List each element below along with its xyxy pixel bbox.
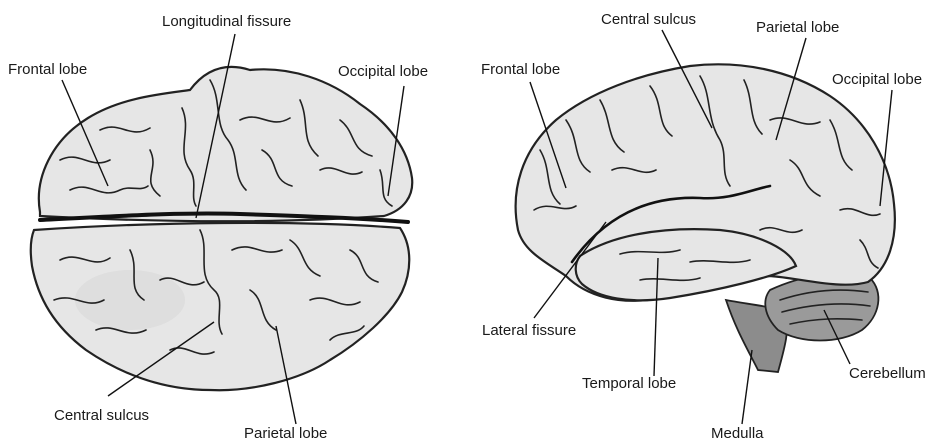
top-view-brain	[31, 34, 413, 424]
label-lateral-fissure: Lateral fissure	[482, 323, 576, 338]
top-shade	[75, 270, 185, 330]
label-cerebellum: Cerebellum	[849, 366, 926, 381]
label-frontal-lobe-side: Frontal lobe	[481, 62, 560, 77]
label-central-sulcus-top: Central sulcus	[54, 408, 149, 423]
label-medulla: Medulla	[711, 426, 764, 441]
label-longitudinal-fissure: Longitudinal fissure	[162, 14, 291, 29]
label-frontal-lobe-top: Frontal lobe	[8, 62, 87, 77]
side-view-brain	[516, 30, 895, 424]
label-occipital-lobe-top: Occipital lobe	[338, 64, 428, 79]
label-parietal-lobe-side: Parietal lobe	[756, 20, 839, 35]
label-occipital-lobe-side: Occipital lobe	[832, 72, 922, 87]
label-temporal-lobe: Temporal lobe	[582, 376, 676, 391]
label-central-sulcus-side: Central sulcus	[601, 12, 696, 27]
label-parietal-lobe-top: Parietal lobe	[244, 426, 327, 441]
